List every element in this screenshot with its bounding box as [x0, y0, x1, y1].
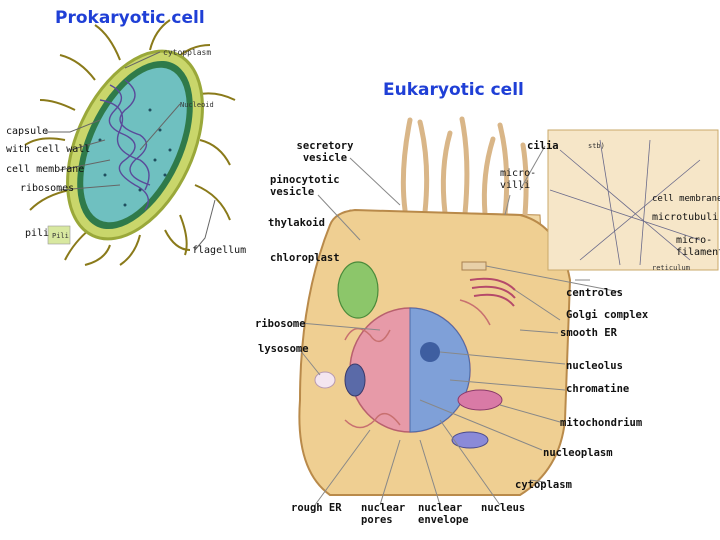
label-pili: pili [25, 228, 50, 239]
label-lysosome: lysosome [258, 343, 309, 355]
label-nucleolus: nucleolus [566, 360, 623, 372]
label-mitochondrium: mitochondrium [560, 417, 643, 429]
label-cytoplasm-eukaryote: cytoplasm [515, 479, 572, 491]
label-centroles: centroles [566, 287, 623, 299]
label-chloroplast: chloroplast [270, 252, 340, 264]
label-nuclear-envelope: nuclear envelope [418, 502, 469, 526]
label-cilia: cilia [527, 140, 559, 152]
label-cell-wall: with cell wall [6, 144, 91, 155]
pili-inset [47, 225, 71, 245]
label-ribosome: ribosome [255, 318, 306, 330]
label-thylakoid: thylakoid [268, 217, 325, 229]
label-microtubuli: microtubuli [652, 212, 719, 223]
label-nucleoplasm: nucleoplasm [543, 447, 613, 459]
eukaryote-leaders [299, 145, 621, 506]
label-smooth-er: smooth ER [560, 327, 617, 339]
label-rough-er: rough ER [291, 502, 342, 514]
label-inset-top: stb) [588, 142, 605, 150]
label-nucleoid: Nucleoid [180, 101, 214, 109]
label-nucleus: nucleus [481, 502, 526, 514]
label-nuclear-pores: nuclear pores [361, 502, 406, 526]
nucleoid [99, 79, 151, 211]
label-flagellum: flagellum [192, 245, 247, 256]
label-inset-bottom: reticulum [652, 264, 690, 272]
label-golgi-complex: Golgi complex [566, 309, 649, 321]
cilia [400, 116, 529, 218]
label-secretory-vesicle: secretory vesicle [296, 140, 354, 164]
label-ribosomes: ribosomes [20, 183, 75, 194]
label-micro-villi: micro-villi [500, 168, 537, 191]
eukaryote-cell [298, 116, 572, 496]
label-cell-membrane-prokaryote: cell membrane [6, 164, 85, 175]
prokaryote-bacterium [24, 19, 236, 266]
prokaryote-leaders [45, 51, 216, 251]
golgi-apparatus [469, 277, 516, 307]
eukaryote-title: Eukaryotic cell [383, 80, 524, 100]
label-chromatine: chromatine [566, 383, 630, 395]
label-pili-small: Pili [52, 232, 69, 240]
label-cell-membrane-eukaryote: cell membrane [652, 194, 720, 204]
prokaryote-title: Prokaryotic cell [55, 8, 205, 28]
label-pinocytotic-vesicle: pinocytotic vesicle [270, 174, 340, 198]
label-cytoplasm-prokaryote: cytopplasm [163, 48, 212, 57]
flagella [24, 19, 236, 266]
cytoskeleton-inset [547, 129, 719, 271]
label-micro-filaments: micro-filaments [676, 235, 720, 258]
label-capsule: capsule [6, 126, 49, 137]
